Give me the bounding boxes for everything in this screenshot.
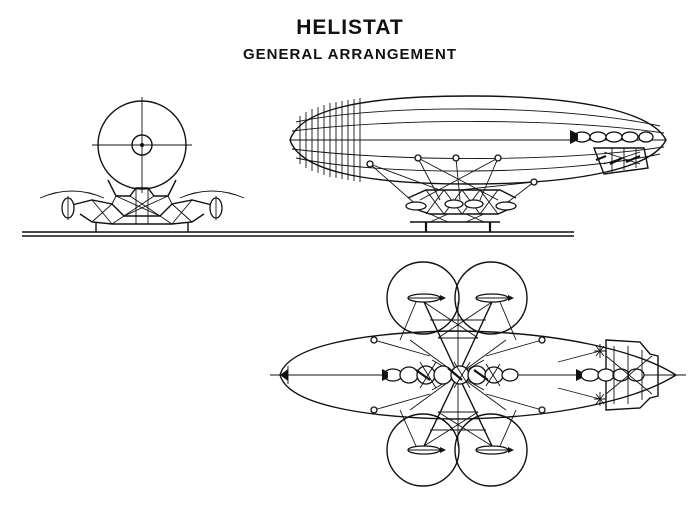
side-view-support-frame bbox=[405, 189, 517, 232]
side-view-ring-frames bbox=[299, 98, 361, 182]
plan-view bbox=[270, 261, 686, 487]
front-view-hub bbox=[131, 134, 153, 156]
side-view-rigging bbox=[366, 154, 538, 209]
side-view bbox=[289, 95, 667, 232]
rotor-disc-rear-left bbox=[386, 413, 460, 487]
plan-view-centre-cluster bbox=[382, 361, 519, 389]
rotor-disc-front-left bbox=[386, 261, 460, 335]
ground-line bbox=[22, 231, 574, 237]
plan-view-rotor-discs bbox=[386, 261, 528, 487]
plan-view-central-truss bbox=[370, 301, 546, 447]
side-view-aft-detail bbox=[570, 130, 654, 175]
rotor-disc-rear-right bbox=[454, 413, 528, 487]
front-view bbox=[39, 97, 245, 232]
front-view-support-frame bbox=[67, 179, 217, 232]
diagram-subtitle: GENERAL ARRANGEMENT bbox=[242, 46, 457, 63]
diagram-title: HELISTAT bbox=[296, 16, 404, 39]
plan-view-aft-cabin bbox=[557, 339, 659, 411]
rotor-disc-front-right bbox=[454, 261, 528, 335]
